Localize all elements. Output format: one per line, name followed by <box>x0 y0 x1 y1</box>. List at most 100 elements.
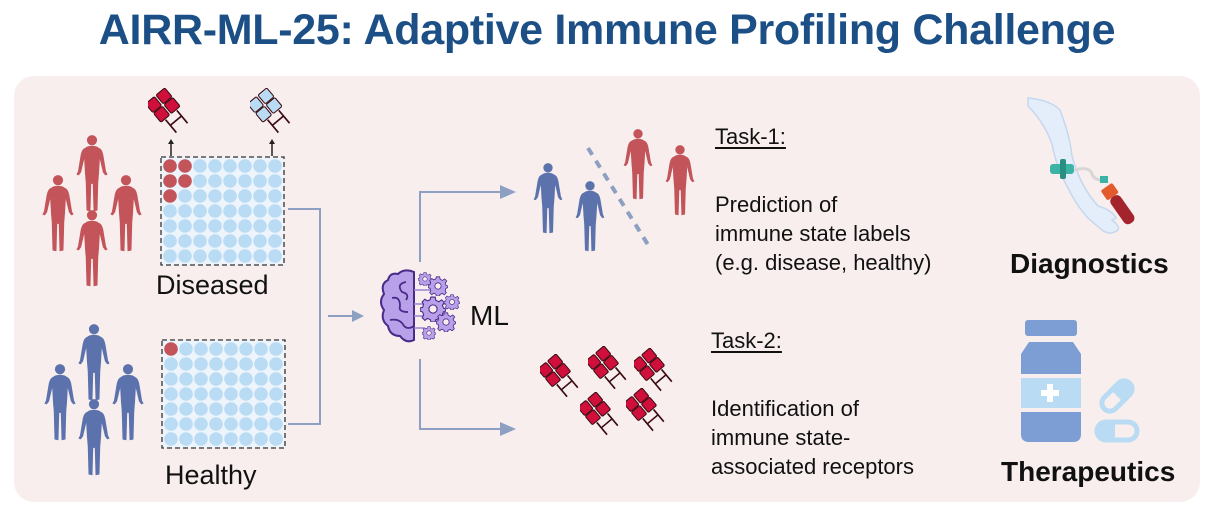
receptor-cell <box>194 387 208 401</box>
receptor-cell <box>239 372 253 386</box>
diseased-person-icon <box>623 129 653 200</box>
task1-line: Prediction of <box>715 192 838 217</box>
pointer-arrow-icon <box>168 139 174 156</box>
task2-line: Identification of <box>711 396 859 421</box>
receptor-cell <box>209 357 223 371</box>
receptor-cell <box>224 372 238 386</box>
receptor-cell <box>209 402 223 416</box>
receptor-cell <box>163 249 177 263</box>
decision-boundary <box>586 146 652 250</box>
receptor-cell <box>269 417 283 431</box>
receptor-cell <box>208 249 222 263</box>
receptor-icon <box>626 388 668 434</box>
receptor-cell <box>268 234 282 248</box>
task1-line: (e.g. disease, healthy) <box>715 250 932 275</box>
receptor-cell <box>179 357 193 371</box>
task1-description: Prediction of immune state labels (e.g. … <box>715 190 931 277</box>
receptor-cell <box>238 219 252 233</box>
receptor-cell <box>224 432 238 446</box>
receptor-cell <box>163 204 177 218</box>
receptor-cell <box>238 189 252 203</box>
receptor-cell-marked <box>163 174 177 188</box>
receptor-cell <box>193 174 207 188</box>
receptor-cell <box>193 234 207 248</box>
merge-bracket <box>288 208 321 425</box>
receptor-icon <box>580 392 622 438</box>
task1-line: immune state labels <box>715 221 911 246</box>
task2-line: associated receptors <box>711 454 914 479</box>
pointer-arrow-icon <box>269 139 275 156</box>
receptor-cell <box>208 189 222 203</box>
receptor-cell <box>254 372 268 386</box>
receptor-cell <box>269 402 283 416</box>
diagnostics-label: Diagnostics <box>1010 248 1169 279</box>
receptor-cell <box>224 417 238 431</box>
healthy-repertoire-grid <box>161 339 286 449</box>
receptor-cell <box>224 402 238 416</box>
receptor-cell <box>209 417 223 431</box>
receptor-cell <box>164 417 178 431</box>
receptor-cell <box>223 234 237 248</box>
receptor-cell <box>238 174 252 188</box>
receptor-cell <box>269 357 283 371</box>
diseased-label: Diseased <box>156 270 269 300</box>
receptor-cell-marked <box>164 342 178 356</box>
receptor-cell <box>224 357 238 371</box>
receptor-cell <box>178 189 192 203</box>
receptor-cell <box>254 342 268 356</box>
receptor-cell <box>194 342 208 356</box>
receptor-cell <box>194 357 208 371</box>
task1-arrow-line <box>419 191 502 262</box>
receptor-cell <box>208 234 222 248</box>
receptor-cell <box>178 219 192 233</box>
receptor-cell <box>164 432 178 446</box>
receptor-cell <box>193 204 207 218</box>
receptor-cell <box>223 204 237 218</box>
receptor-cell <box>253 159 267 173</box>
receptor-cell <box>254 357 268 371</box>
receptor-cell <box>224 342 238 356</box>
receptor-cell <box>179 402 193 416</box>
arrowhead-icon <box>500 422 516 436</box>
receptor-cell <box>223 189 237 203</box>
receptor-cell <box>193 249 207 263</box>
receptor-cell <box>209 387 223 401</box>
task2-heading: Task-2: <box>711 328 782 353</box>
receptor-cell <box>209 372 223 386</box>
receptor-cell <box>178 234 192 248</box>
receptor-cell <box>164 387 178 401</box>
receptor-cell <box>178 204 192 218</box>
receptor-cell <box>209 342 223 356</box>
receptor-cell <box>164 372 178 386</box>
receptor-icon <box>588 346 630 392</box>
receptor-cell <box>269 387 283 401</box>
arrowhead-icon <box>352 310 364 322</box>
receptor-cell <box>209 432 223 446</box>
receptor-cell <box>269 432 283 446</box>
receptor-cell <box>208 174 222 188</box>
receptor-cell <box>239 342 253 356</box>
receptor-cell <box>269 342 283 356</box>
receptor-cell <box>253 189 267 203</box>
receptor-cell <box>253 249 267 263</box>
receptor-cell <box>268 159 282 173</box>
healthy-person-icon <box>533 163 563 234</box>
receptor-cell <box>253 174 267 188</box>
receptor-cluster <box>540 346 676 438</box>
receptor-cell <box>193 189 207 203</box>
receptor-cell <box>208 159 222 173</box>
receptor-cell <box>223 174 237 188</box>
receptor-cell <box>269 372 283 386</box>
receptor-cell <box>254 387 268 401</box>
receptor-cell <box>194 372 208 386</box>
receptor-cell <box>238 159 252 173</box>
receptor-cell <box>224 387 238 401</box>
receptor-cell <box>179 372 193 386</box>
page-title: AIRR-ML-25: Adaptive Immune Profiling Ch… <box>98 6 1116 54</box>
receptor-cell <box>239 387 253 401</box>
receptor-cell <box>268 189 282 203</box>
classification-illustration <box>533 129 695 252</box>
blood-draw-arm-icon <box>1027 97 1135 234</box>
receptor-cell <box>194 432 208 446</box>
